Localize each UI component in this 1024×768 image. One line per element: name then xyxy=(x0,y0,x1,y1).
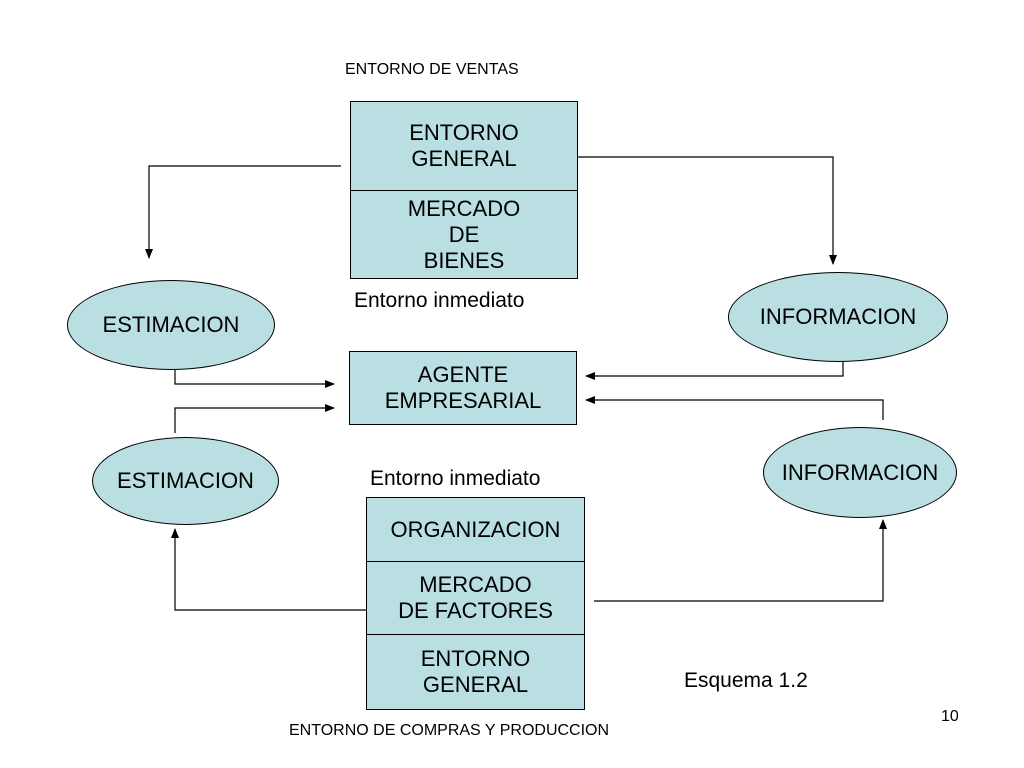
estimation-bottom-ellipse: ESTIMACION xyxy=(92,437,279,525)
bottom-general-environment-box: ENTORNO GENERAL xyxy=(366,634,585,710)
immediate-environment-bottom-label: Entorno inmediato xyxy=(370,467,541,490)
arrow-estimation-top-to-agent xyxy=(174,370,335,388)
arrow-factor-market-to-estimation xyxy=(171,528,367,611)
immediate-environment-top-label: Entorno inmediato xyxy=(354,289,525,312)
top-general-environment-box: ENTORNO GENERAL xyxy=(350,101,578,191)
information-bottom-ellipse: INFORMACION xyxy=(763,427,957,518)
factor-market-box: MERCADO DE FACTORES xyxy=(366,561,585,635)
estimation-top-ellipse: ESTIMACION xyxy=(67,280,275,370)
arrow-estimation-bottom-to-agent xyxy=(174,404,335,433)
arrow-information-bottom-to-agent xyxy=(585,396,884,420)
organization-box: ORGANIZACION xyxy=(366,497,585,562)
purchases-environment-title: ENTORNO DE COMPRAS Y PRODUCCION xyxy=(289,722,610,739)
arrow-general-to-estimation xyxy=(145,165,341,259)
arrow-general-to-information xyxy=(578,156,837,265)
business-agent-box: AGENTE EMPRESARIAL xyxy=(349,351,577,425)
arrow-information-top-to-agent xyxy=(585,360,844,380)
sales-environment-title: ENTORNO DE VENTAS xyxy=(345,61,519,78)
information-top-ellipse: INFORMACION xyxy=(728,272,948,362)
page-number: 10 xyxy=(941,708,959,725)
scheme-label: Esquema 1.2 xyxy=(684,669,808,692)
arrow-factor-market-to-information xyxy=(594,519,887,602)
goods-market-box: MERCADO DE BIENES xyxy=(350,190,578,279)
